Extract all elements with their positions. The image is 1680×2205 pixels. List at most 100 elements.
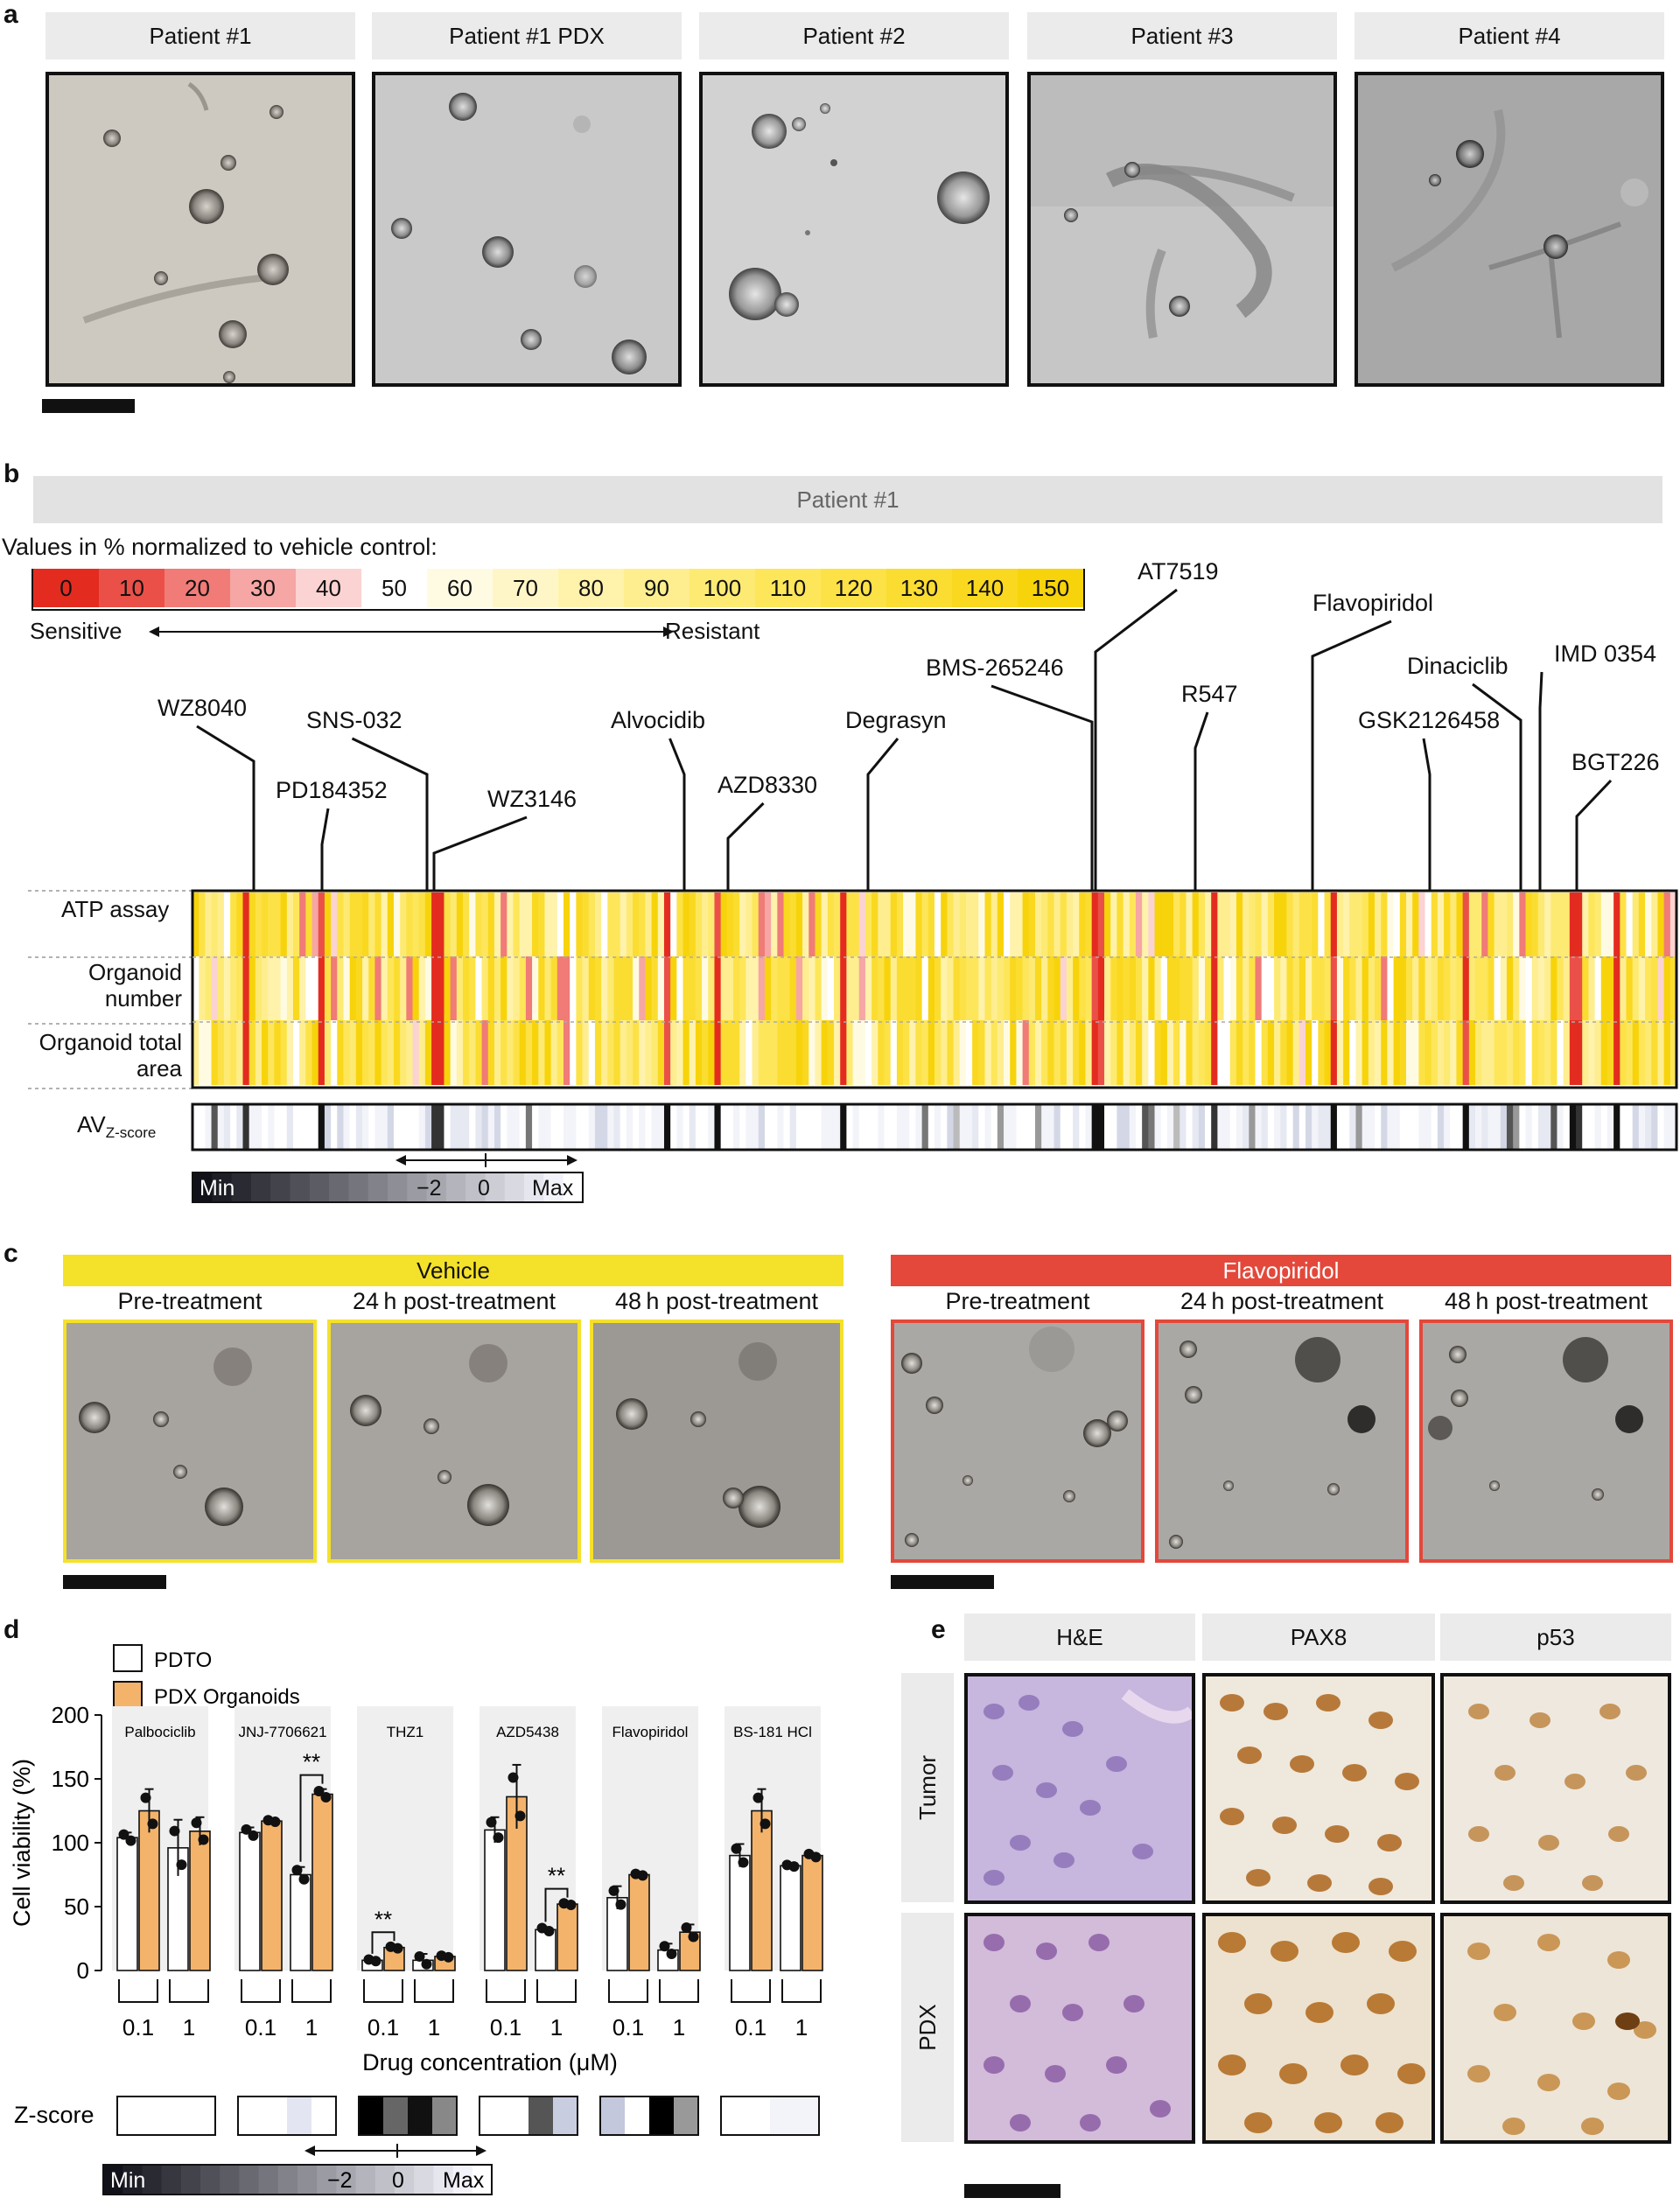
heatmap-cell — [1211, 956, 1218, 1021]
heatmap-cell — [343, 1020, 351, 1085]
zscore-cell — [639, 1104, 647, 1150]
heatmap-cell — [1142, 956, 1149, 1021]
heatmap-cell — [544, 892, 552, 957]
heatmap-cell — [274, 1020, 282, 1085]
heatmap-cell — [1312, 956, 1319, 1021]
zscore-cell — [544, 1104, 552, 1150]
resistant-label: Resistant — [665, 618, 760, 644]
zscore-cell — [1381, 1104, 1389, 1150]
heatmap-cell — [1154, 956, 1162, 1021]
heatmap-cell — [1104, 892, 1111, 957]
heatmap-cell — [639, 892, 647, 957]
zscore-cell — [1123, 1104, 1130, 1150]
heatmap-cell — [878, 956, 886, 1021]
sensitive-label: Sensitive — [30, 618, 122, 644]
heatmap-cell — [1180, 956, 1187, 1021]
heatmap-cell — [1550, 1020, 1558, 1085]
heatmap-cell — [1060, 1020, 1068, 1085]
zscore-cell-d — [262, 2096, 287, 2135]
heatmap-cell — [355, 892, 363, 957]
heatmap-cell — [1444, 956, 1451, 1021]
vehicle-48h-image — [590, 1320, 844, 1563]
zscore-cell — [438, 1104, 445, 1150]
heatmap-cell — [1513, 1020, 1520, 1085]
zscale-cell — [270, 1172, 290, 1202]
compound-label: BGT226 — [1572, 749, 1660, 775]
heatmap-cell — [205, 1020, 213, 1085]
heatmap-cell — [607, 1020, 615, 1085]
zscore-cell — [406, 1104, 414, 1150]
heatmap-cell — [255, 956, 262, 1021]
heatmap-cell — [475, 1020, 483, 1085]
heatmap-cell — [795, 892, 803, 957]
heatmap-cell — [1073, 956, 1080, 1021]
zscore-cell-d — [166, 2096, 191, 2135]
heatmap-cell — [444, 892, 452, 957]
zscore-cell — [349, 1104, 357, 1150]
heatmap-cell — [1004, 956, 1011, 1021]
heatmap-cell — [1368, 956, 1376, 1021]
heatmap-cell — [1381, 892, 1389, 957]
heatmap-cell — [821, 956, 829, 1021]
heatmap-cell — [896, 892, 904, 957]
heatmap-cell — [676, 956, 684, 1021]
heatmap-cell — [840, 956, 847, 1021]
compound-leader-line — [1194, 711, 1209, 891]
heatmap-cell — [349, 956, 357, 1021]
zscore-cell — [1173, 1104, 1180, 1150]
heatmap-cell — [538, 892, 546, 957]
heatmap-cell — [984, 1020, 992, 1085]
bar — [484, 1829, 506, 1971]
heatmap-cell — [1097, 956, 1105, 1021]
heatmap-cell — [431, 892, 438, 957]
scale-bar-e — [964, 2184, 1060, 2198]
heatmap-cell — [1054, 892, 1061, 957]
heatmap-cell — [594, 892, 602, 957]
sensitivity-arrow-icon — [149, 618, 674, 650]
heatmap-cell — [645, 1020, 653, 1085]
heatmap-cell — [1192, 1020, 1200, 1085]
zscore-cell — [651, 1104, 659, 1150]
heatmap-cell — [764, 1020, 772, 1085]
y-axis-label: Cell viability (%) — [9, 1759, 35, 1927]
heatmap-cell — [890, 956, 898, 1021]
heatmap-cell — [387, 892, 395, 957]
col-header-p53: p53 — [1440, 1614, 1671, 1661]
flavo-pre-label: Pre-treatment — [945, 1288, 1090, 1314]
heatmap-cell — [670, 892, 677, 957]
heatmap-cell — [393, 892, 401, 957]
scale-cell: 120 — [821, 569, 886, 607]
heatmap-cell — [1160, 1020, 1168, 1085]
heatmap-cell — [953, 956, 961, 1021]
heatmap-cell — [318, 892, 326, 957]
bar — [189, 1830, 211, 1971]
zscore-cell — [1336, 1104, 1344, 1150]
compound-label: AT7519 — [1138, 558, 1219, 584]
heatmap-cell — [236, 892, 244, 957]
vehicle-header: Vehicle — [63, 1255, 844, 1286]
zscore-cell — [1412, 1104, 1419, 1150]
heatmap-cell — [588, 956, 596, 1021]
heatmap-cell — [242, 956, 250, 1021]
zscore-cell — [1405, 1104, 1413, 1150]
heatmap-cell — [1462, 1020, 1470, 1085]
heatmap-cell — [280, 956, 288, 1021]
heatmap-cell — [248, 892, 256, 957]
heatmap-cell — [752, 956, 760, 1021]
heatmap-cell — [1626, 1020, 1634, 1085]
pdx-p53-image — [1440, 1913, 1671, 2144]
zscore-cell — [1154, 1104, 1162, 1150]
heatmap-cell — [789, 892, 797, 957]
heatmap-cell — [846, 1020, 854, 1085]
zscore-cell — [965, 1104, 973, 1150]
x-tick-label: 0.1 — [245, 2014, 276, 2040]
zscore-cell — [872, 1104, 878, 1150]
heatmap-cell — [846, 892, 854, 957]
zscore-cell — [1267, 1104, 1275, 1150]
heatmap-cell — [1198, 1020, 1206, 1085]
zscore-cell-d — [674, 2096, 698, 2135]
zscale-cell — [368, 1172, 388, 1202]
zscore-cell — [1292, 1104, 1300, 1150]
header-patient-3: Patient #3 — [1027, 12, 1337, 60]
heatmap-cell — [1318, 892, 1326, 957]
